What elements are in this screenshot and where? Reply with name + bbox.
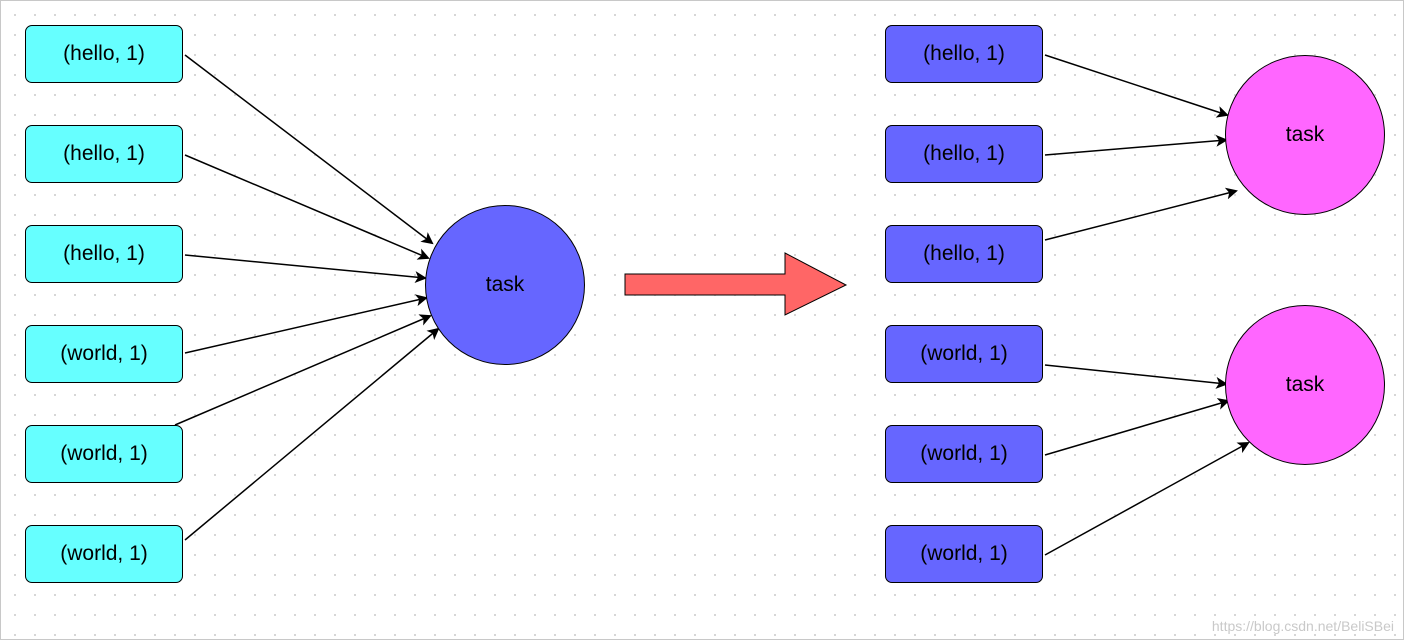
node-label: (hello, 1)	[63, 242, 145, 265]
left-input-node: (world, 1)	[25, 425, 183, 483]
right-input-node: (hello, 1)	[885, 25, 1043, 83]
transform-arrow	[624, 252, 848, 316]
node-label: (world, 1)	[60, 542, 148, 565]
task-label: task	[485, 273, 525, 296]
edge-left-1	[184, 54, 434, 245]
edge-left-5	[174, 314, 432, 426]
node-label: (hello, 1)	[923, 142, 1005, 165]
edge-right-6	[1044, 442, 1250, 556]
edge-right-5	[1044, 398, 1230, 456]
edge-right-2	[1044, 134, 1228, 156]
right-input-node: (world, 1)	[885, 325, 1043, 383]
left-input-node: (world, 1)	[25, 325, 183, 383]
watermark: https://blog.csdn.net/BeliSBei	[1211, 618, 1394, 634]
node-label: (hello, 1)	[63, 142, 145, 165]
left-task-node: task	[425, 205, 585, 365]
node-label: (hello, 1)	[923, 42, 1005, 65]
edge-left-6	[184, 327, 440, 541]
right-input-node: (world, 1)	[885, 425, 1043, 483]
right-input-node: (hello, 1)	[885, 125, 1043, 183]
edge-right-1	[1044, 54, 1229, 118]
edge-left-3	[184, 254, 427, 284]
task-label: task	[1285, 123, 1325, 146]
node-label: (world, 1)	[920, 542, 1008, 565]
node-label: (world, 1)	[920, 342, 1008, 365]
left-input-node: (hello, 1)	[25, 25, 183, 83]
left-input-node: (world, 1)	[25, 525, 183, 583]
right-task-node-bottom: task	[1225, 305, 1385, 465]
node-label: (world, 1)	[60, 342, 148, 365]
edge-right-4	[1044, 364, 1228, 389]
right-input-node: (hello, 1)	[885, 225, 1043, 283]
task-label: task	[1285, 373, 1325, 396]
node-label: (world, 1)	[60, 442, 148, 465]
left-input-node: (hello, 1)	[25, 225, 183, 283]
edge-left-4	[184, 294, 428, 354]
node-label: (world, 1)	[920, 442, 1008, 465]
node-label: (hello, 1)	[923, 242, 1005, 265]
left-input-node: (hello, 1)	[25, 125, 183, 183]
edge-left-2	[184, 154, 430, 260]
node-label: (hello, 1)	[63, 42, 145, 65]
right-task-node-top: task	[1225, 55, 1385, 215]
right-input-node: (world, 1)	[885, 525, 1043, 583]
edge-right-3	[1044, 187, 1238, 241]
